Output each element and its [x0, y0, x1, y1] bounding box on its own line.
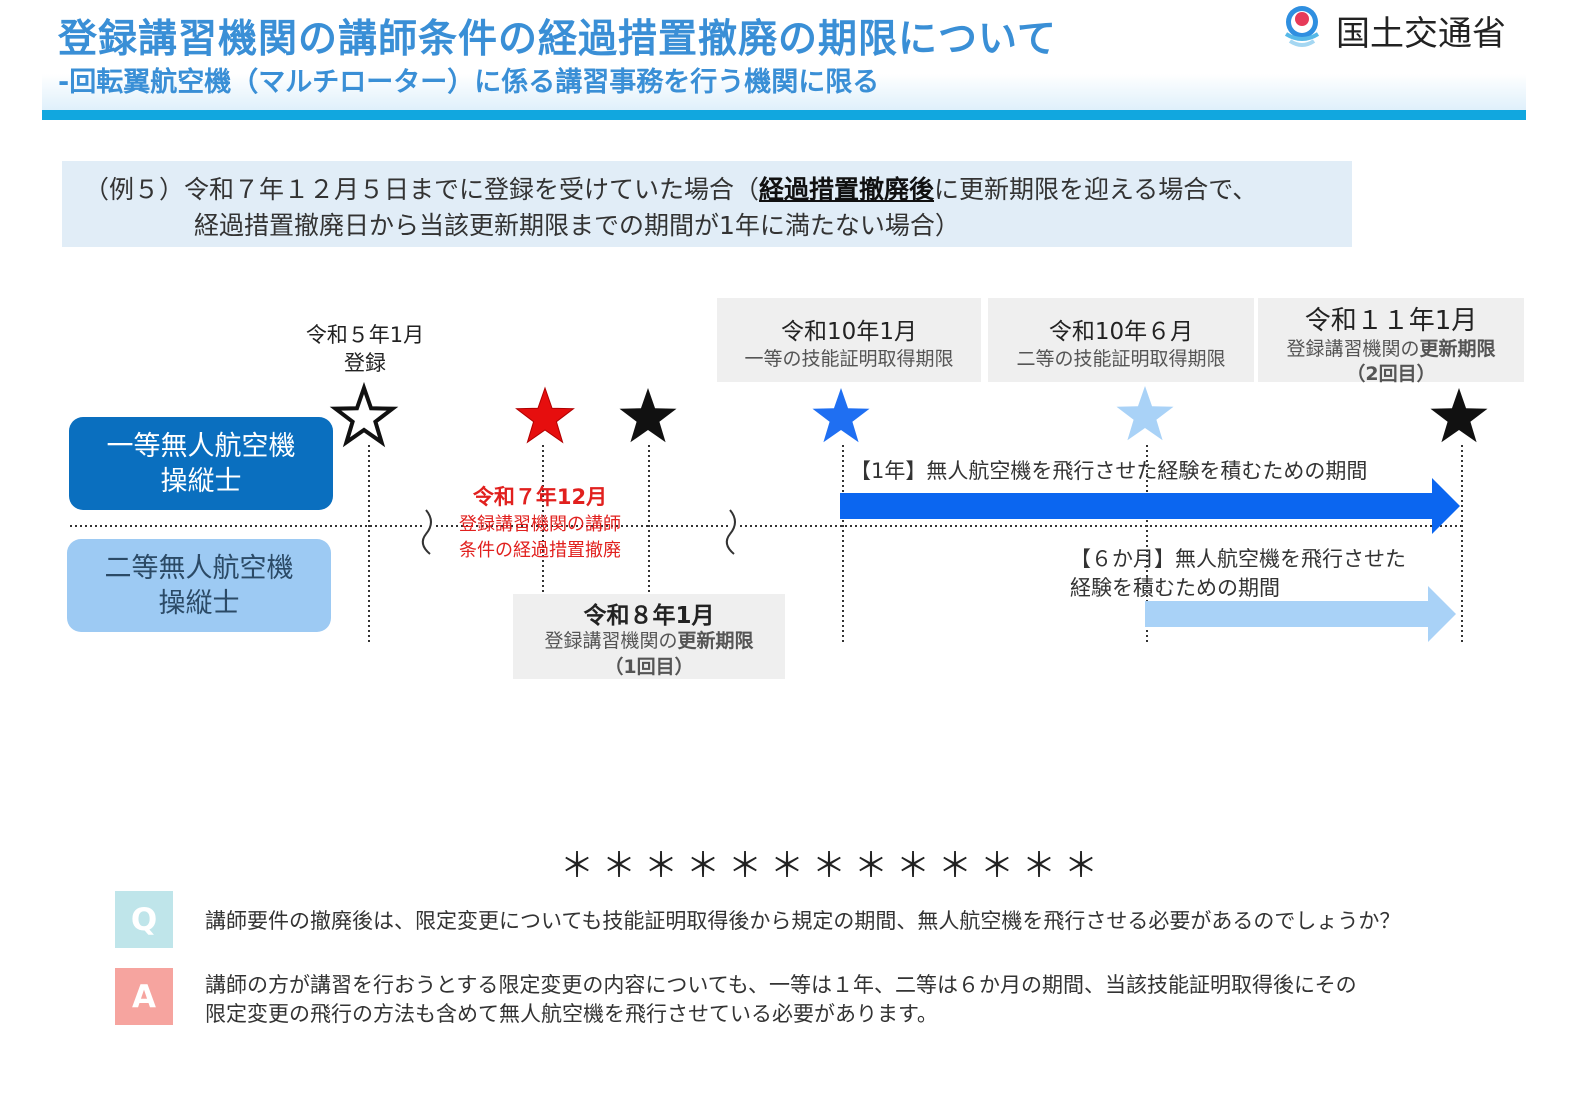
- example-suffix: に更新期限を迎える場合で、: [934, 175, 1258, 204]
- timeline-break-mark-left: [421, 509, 432, 555]
- second-class-deadline-date: 令和10年６月: [1048, 319, 1194, 345]
- question-text: 講師要件の撤廃後は、限定変更についても技能証明取得後から規定の期間、無人航空機を…: [205, 909, 1401, 933]
- renewal1-date: 令和８年1月: [583, 603, 715, 629]
- abolition-date: 令和７年12月: [472, 485, 608, 509]
- question-badge: Q: [115, 891, 173, 948]
- answer-text-line-1: 講師の方が講習を行おうとする限定変更の内容についても、一等は１年、二等は６か月の…: [205, 973, 1357, 997]
- example-box: （例５）令和７年１２月５日までに登録を受けていた場合（経過措置撤廃後に更新期限を…: [62, 161, 1352, 247]
- ministry-name: 国土交通省: [1336, 14, 1506, 54]
- second-class-period-arrow: [1145, 586, 1456, 642]
- section-separator: ＊＊＊＊＊＊＊＊＊＊＊＊＊: [560, 846, 1106, 886]
- abolition-line-1: 登録講習機関の講師: [459, 514, 621, 535]
- answer-badge: A: [115, 968, 173, 1025]
- second-class-deadline-desc: 二等の技能証明取得期限: [1016, 348, 1226, 370]
- second-class-period-label-2: 経験を積むための期間: [1070, 576, 1280, 600]
- first-class-period-arrow: [840, 478, 1460, 534]
- second-class-deadline-box: 令和10年６月 二等の技能証明取得期限: [988, 298, 1254, 382]
- renewal2-count: （2回目）: [1346, 363, 1436, 385]
- example-emphasis: 経過措置撤廃後: [759, 175, 935, 204]
- timeline-break-mark-right: [725, 509, 736, 555]
- example-line-2: 経過措置撤廃日から当該更新期限までの期間が1年に満たない場合）: [194, 211, 960, 240]
- renewal1-desc-prefix: 登録講習機関の: [544, 630, 678, 652]
- renewal1-count: （1回目）: [604, 656, 694, 678]
- first-class-deadline-date: 令和10年1月: [781, 319, 917, 345]
- page-subtitle: -回転翼航空機（マルチローター）に係る講習事務を行う機関に限る: [58, 67, 880, 98]
- renewal2-star-icon: [1430, 388, 1488, 443]
- renewal1-star-icon: [619, 388, 677, 443]
- registration-date: 令和５年1月: [305, 323, 425, 347]
- renewal1-desc-bold: 更新期限: [677, 630, 754, 652]
- header-band-light: [42, 74, 1526, 110]
- ministry-emblem-icon: [1284, 6, 1320, 47]
- renewal2-desc: 登録講習機関の更新期限: [1258, 334, 1524, 361]
- ministry-logo: 国土交通省: [1280, 4, 1530, 54]
- abolition-line-2: 条件の経過措置撤廃: [459, 540, 621, 561]
- renewal2-box: 令和１１年1月 登録講習機関の更新期限 （2回目）: [1258, 298, 1524, 385]
- example-prefix: （例５）令和７年１２月５日までに登録を受けていた場合（: [84, 175, 760, 204]
- abolition-star-icon: [516, 387, 574, 443]
- renewal2-desc-bold: 更新期限: [1419, 338, 1496, 360]
- first-class-pilot-label: 一等無人航空機 操縦士: [69, 417, 333, 510]
- example-line-1: （例５）令和７年１２月５日までに登録を受けていた場合（経過措置撤廃後に更新期限を…: [84, 170, 1257, 206]
- renewal1-desc: 登録講習機関の更新期限: [513, 626, 785, 653]
- first-class-deadline-box: 令和10年1月 一等の技能証明取得期限: [717, 298, 981, 382]
- registration-star-icon: [333, 386, 395, 445]
- first-class-deadline-desc: 一等の技能証明取得期限: [744, 348, 954, 370]
- header-band-accent: [42, 110, 1526, 120]
- first-class-deadline-star-icon: [812, 388, 870, 443]
- registration-label: 令和５年1月 登録: [290, 321, 440, 377]
- renewal2-desc-prefix: 登録講習機関の: [1286, 338, 1420, 360]
- renewal1-box: 令和８年1月 登録講習機関の更新期限 （1回目）: [513, 594, 785, 679]
- first-class-period-label: 【1年】無人航空機を飛行させた経験を積むための期間: [850, 459, 1368, 483]
- second-class-pilot-label: 二等無人航空機 操縦士: [67, 539, 331, 632]
- page-title: 登録講習機関の講師条件の経過措置撤廃の期限について: [58, 17, 1057, 62]
- registration-text: 登録: [344, 351, 386, 375]
- second-class-period-label-1: 【６か月】無人航空機を飛行させた: [1070, 547, 1406, 571]
- answer-text-line-2: 限定変更の飛行の方法も含めて無人航空機を飛行させている必要があります。: [205, 1002, 938, 1026]
- second-class-deadline-star-icon: [1116, 386, 1174, 441]
- renewal2-date: 令和１１年1月: [1304, 306, 1478, 336]
